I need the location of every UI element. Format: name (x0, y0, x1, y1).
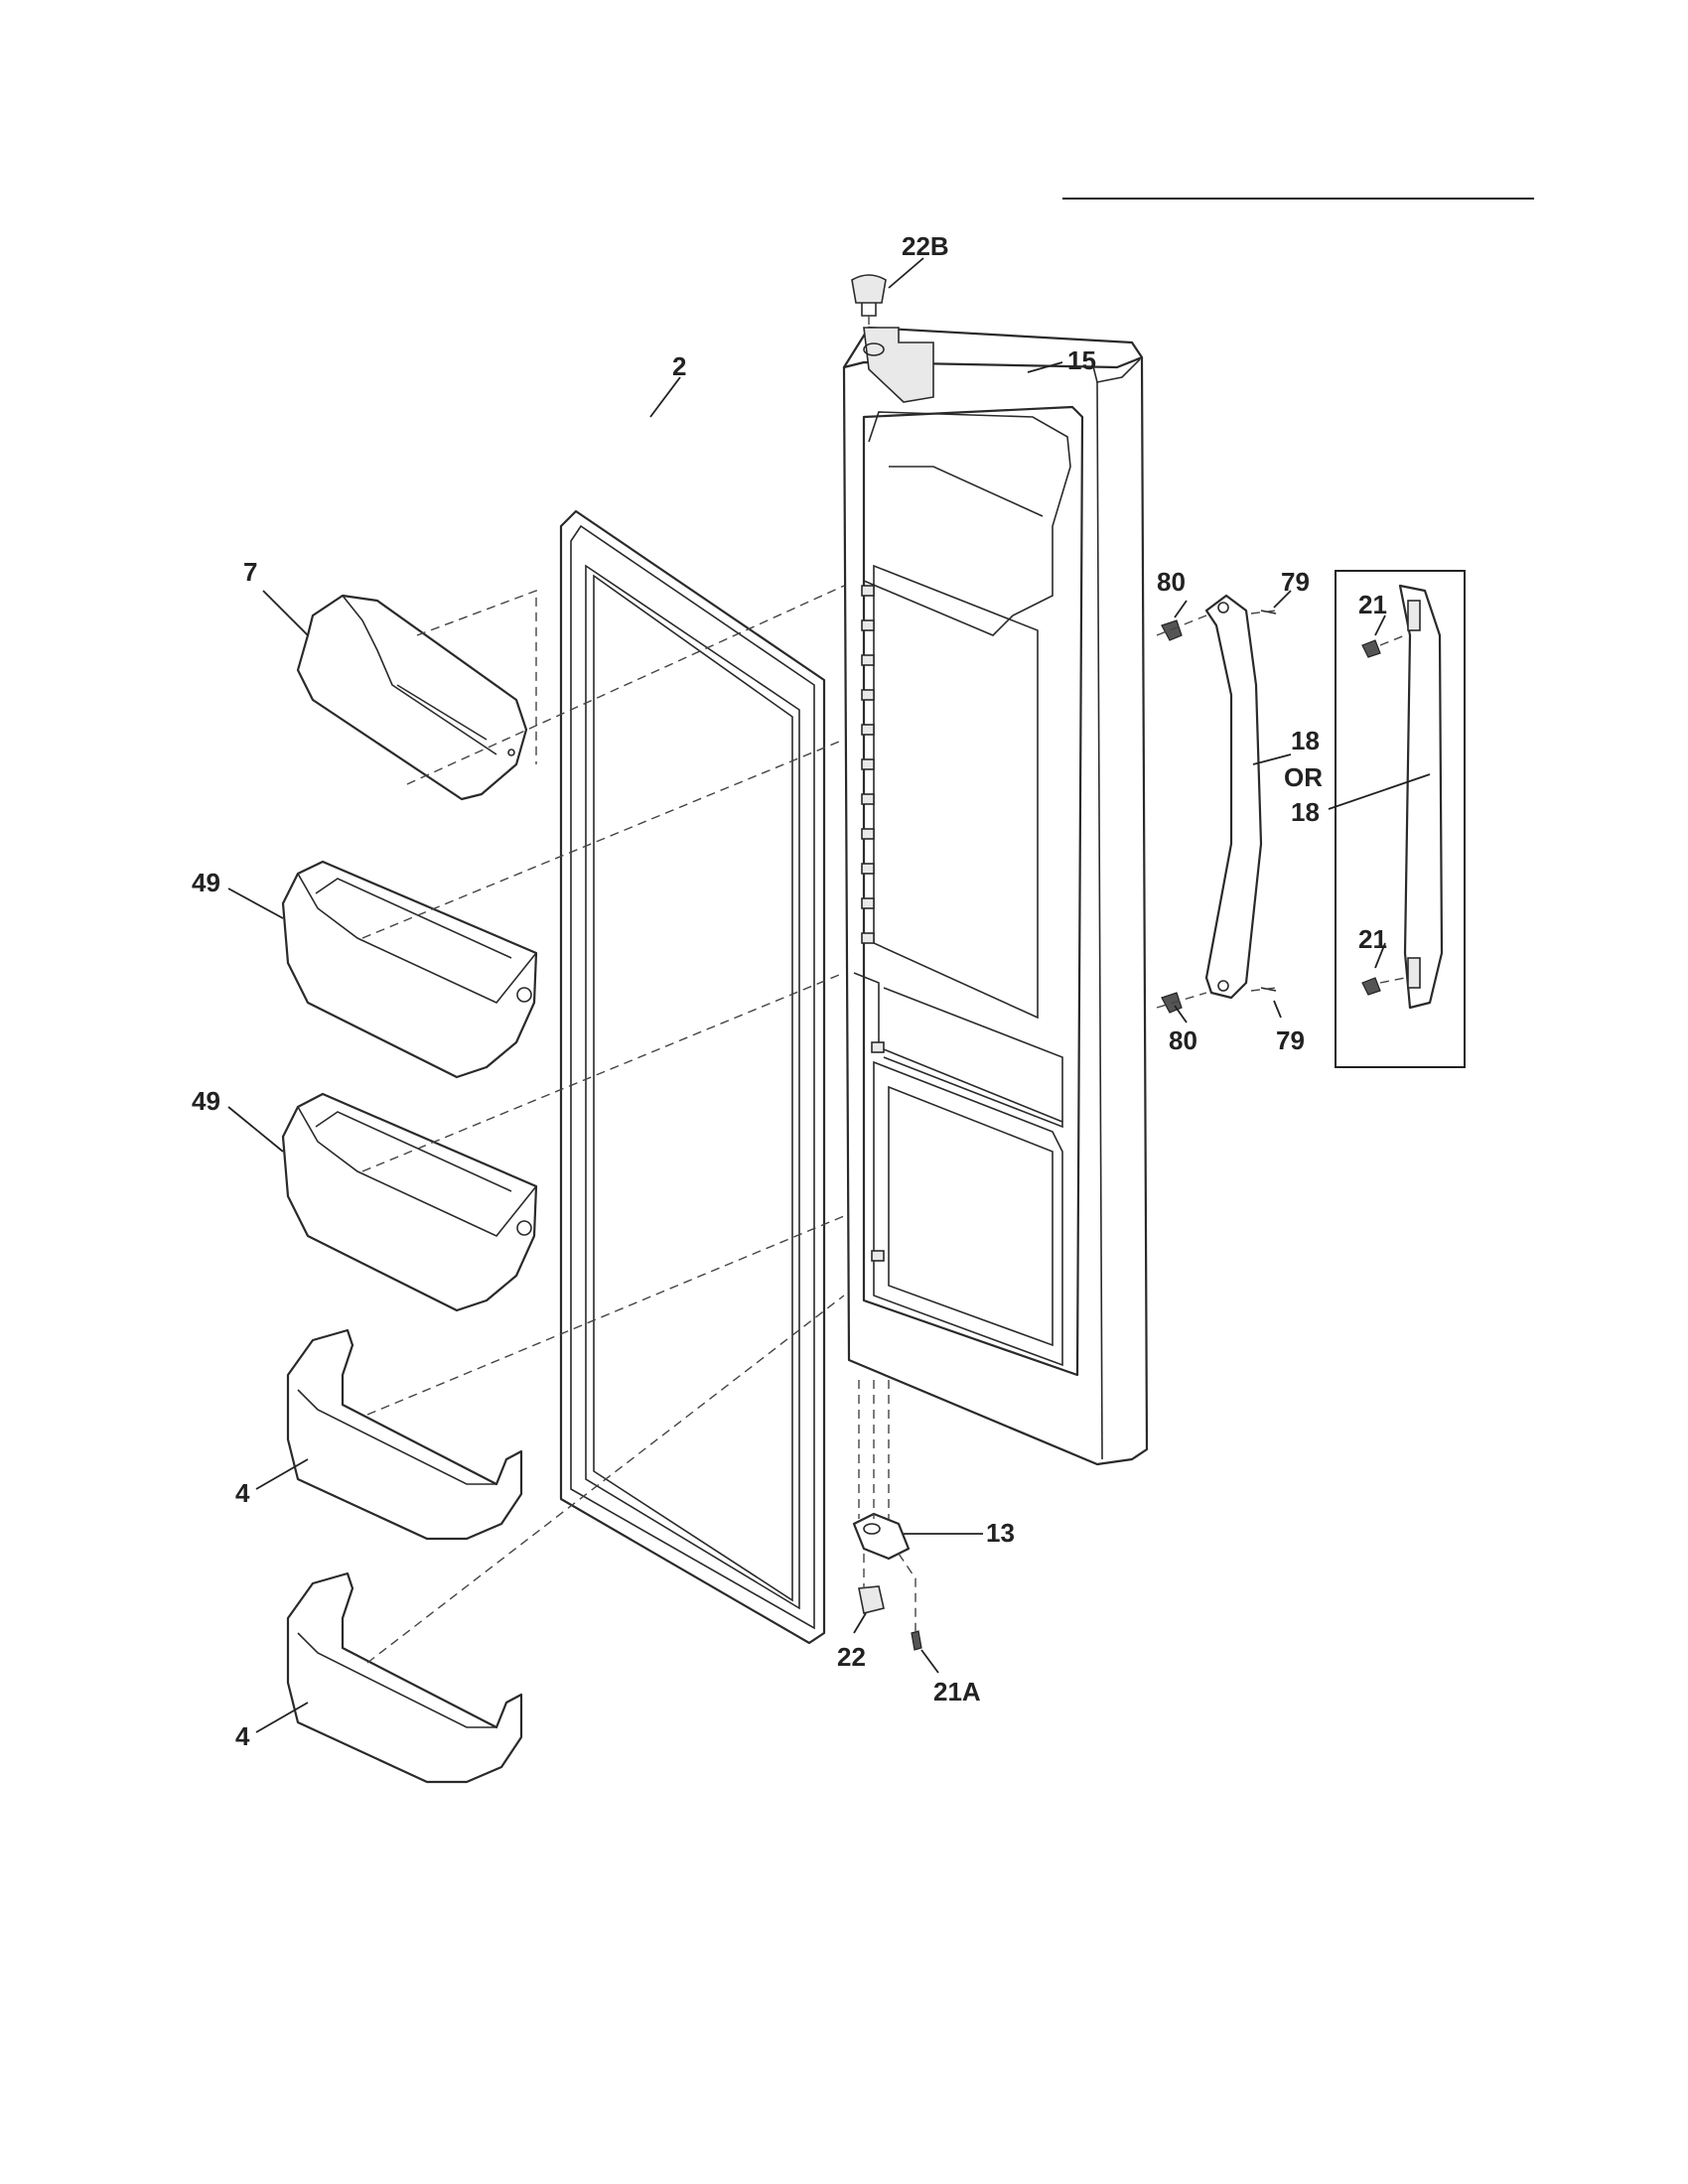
label-21-top: 21 (1358, 590, 1387, 619)
label-79-top: 79 (1281, 567, 1310, 597)
label-80-top: 80 (1157, 567, 1186, 597)
label-21-bottom: 21 (1358, 924, 1387, 954)
door-gasket (559, 509, 826, 1645)
label-22B: 22B (902, 231, 949, 261)
label-15: 15 (1067, 345, 1096, 375)
label-79-bottom: 79 (1276, 1025, 1305, 1055)
hinge-screw (911, 1630, 922, 1651)
door-assembly (842, 326, 1149, 1466)
alternate-handle-box (1335, 570, 1466, 1068)
door-bin-upper (281, 860, 538, 1079)
part-labels: 22B 15 2 7 80 79 21 18 OR 18 49 49 21 80… (192, 231, 1387, 1751)
label-49-upper: 49 (192, 868, 220, 897)
lower-hinge (852, 1512, 911, 1561)
dairy-bin (296, 594, 528, 801)
door-bin-lower (281, 1092, 538, 1312)
door-handle (1204, 594, 1263, 1000)
label-4-lower: 4 (235, 1721, 250, 1751)
leader-lines (227, 257, 1431, 1733)
label-18-b: 18 (1291, 797, 1320, 827)
door-shelf-upper (286, 1328, 523, 1541)
shelf-studs (861, 585, 885, 1262)
label-21A: 21A (933, 1677, 981, 1706)
hinge-bushing (858, 1585, 885, 1614)
label-13: 13 (986, 1518, 1015, 1548)
label-2: 2 (672, 351, 686, 381)
label-4-upper: 4 (235, 1478, 250, 1508)
label-80-bottom: 80 (1169, 1025, 1197, 1055)
label-49-lower: 49 (192, 1086, 220, 1116)
door-shelf-lower (286, 1571, 523, 1784)
assembly-lines (361, 316, 1406, 1664)
label-18-a: 18 (1291, 726, 1320, 755)
label-22: 22 (837, 1642, 866, 1672)
top-hinge-bushing (851, 274, 887, 317)
label-or: OR (1284, 762, 1323, 792)
label-7: 7 (243, 557, 257, 587)
